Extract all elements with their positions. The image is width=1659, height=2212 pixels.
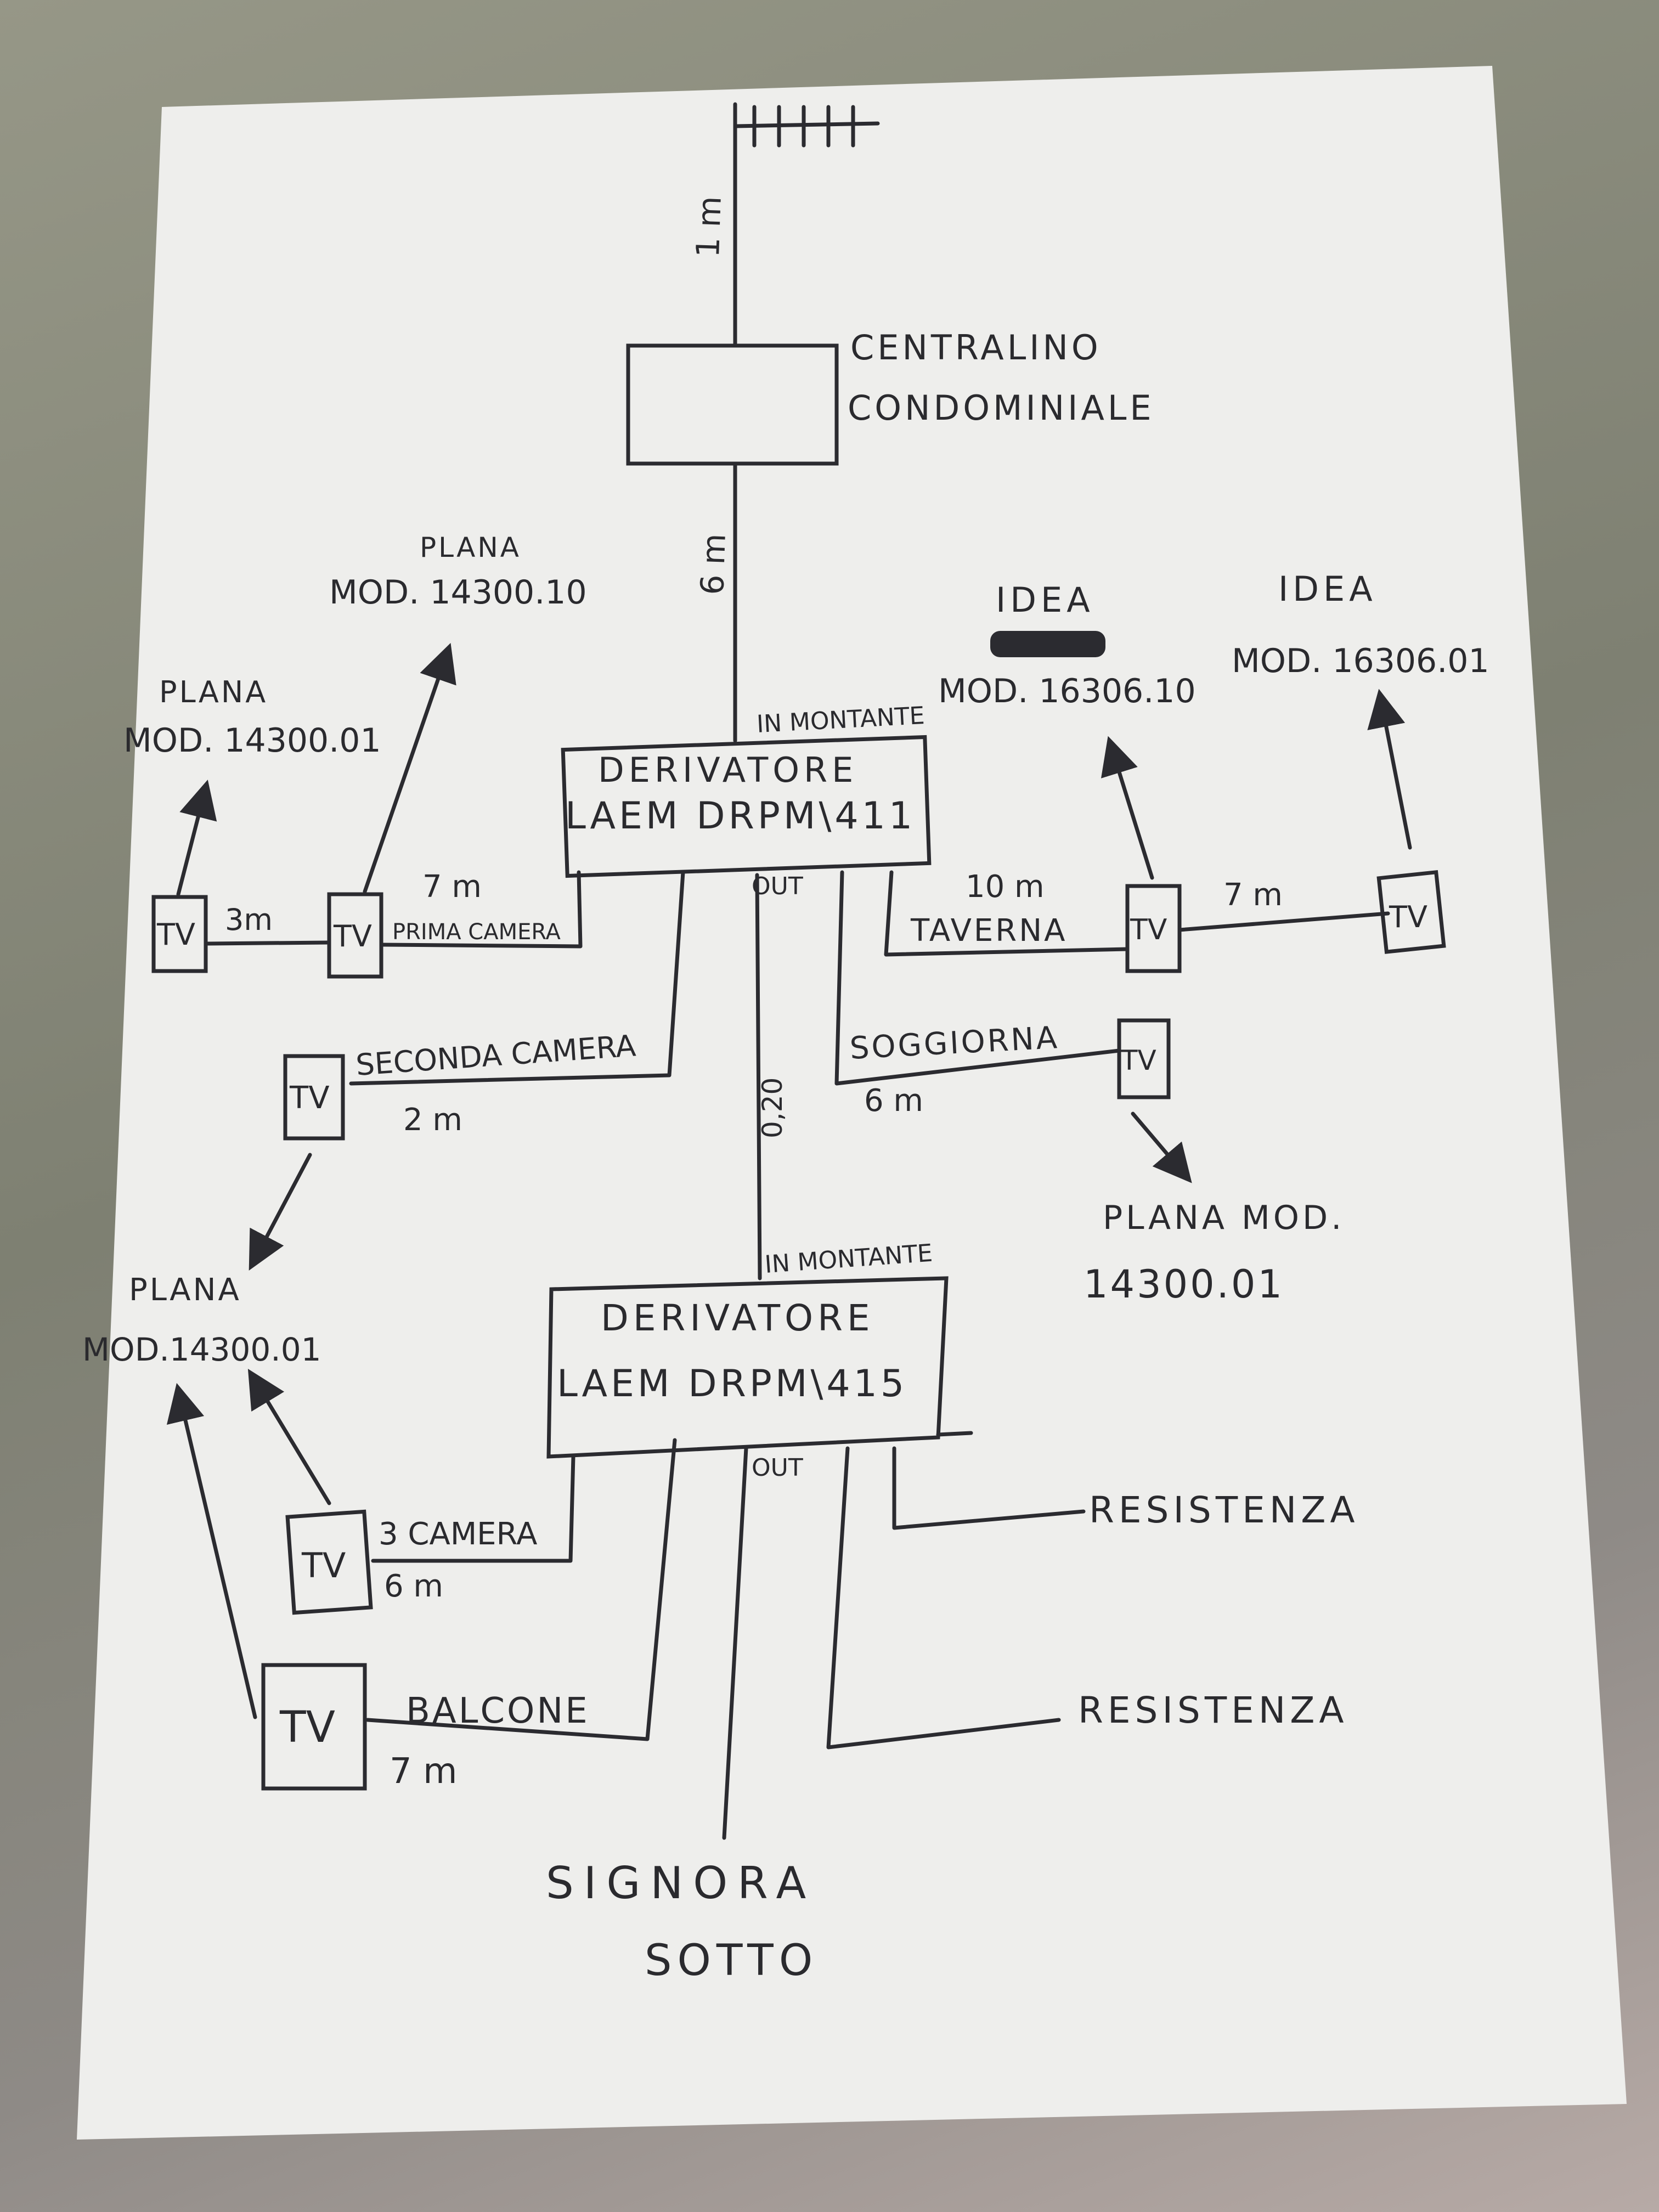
centralino-label-line2: CONDOMINIALE — [848, 388, 1155, 428]
tv-seconda-camera-label: TV — [289, 1080, 330, 1116]
centralino-label-line1: CENTRALINO — [850, 328, 1102, 368]
plana-left-model: MOD. 14300.01 — [123, 721, 381, 760]
terza-camera-cable: 6 m — [384, 1568, 443, 1604]
soggiorno-cable: 6 m — [864, 1083, 923, 1119]
tv-balcone-label: TV — [279, 1703, 335, 1752]
arrow-plana-lower-a — [249, 1153, 312, 1271]
derivatore1-label-line2: LAEM DRPM\411 — [565, 794, 916, 838]
plana-soggiorno-line1: PLANA MOD. — [1103, 1199, 1345, 1237]
idea-taverna-model: MOD. 16306.10 — [938, 672, 1196, 710]
plana-soggiorno-line2: 14300.01 — [1084, 1262, 1284, 1307]
derivatore1-box — [561, 735, 932, 878]
plana-prima-brand: PLANA — [420, 532, 521, 563]
taverna-room: TAVERNA — [910, 913, 1067, 949]
tv-right-chain-label: TV — [1389, 900, 1427, 934]
antenna-cable-length: 1 m — [689, 195, 729, 258]
tv-prima-camera-label: TV — [333, 919, 372, 953]
arrow-plana-soggiorno — [1131, 1111, 1192, 1183]
resistenza2-label: RESISTENZA — [1078, 1689, 1348, 1731]
taverna-chain-cable: 7 m — [1223, 877, 1283, 913]
arrow-idea-taverna — [1101, 736, 1154, 880]
plana-left-brand: PLANA — [159, 675, 268, 709]
derivatore1-out-label: OUT — [752, 872, 803, 900]
plana-lower-brand: PLANA — [129, 1272, 241, 1308]
prima-camera-room: PRIMA CAMERA — [392, 919, 561, 945]
plana-lower-model: MOD.14300.01 — [82, 1331, 321, 1368]
derivatore1-label-line1: DERIVATORE — [598, 750, 857, 790]
resistenza1-label: RESISTENZA — [1089, 1489, 1359, 1531]
derivatore2-out-label: OUT — [752, 1454, 803, 1482]
plana-prima-model: MOD. 14300.10 — [329, 573, 587, 612]
tv-balcone — [261, 1663, 367, 1791]
arrow-plana-prima — [363, 642, 456, 894]
terza-camera-room: 3 CAMERA — [379, 1516, 538, 1552]
riser-cable-length: 0,20 — [757, 1077, 788, 1138]
balcone-cable: 7 m — [390, 1751, 457, 1792]
idea-right-model: MOD. 16306.01 — [1232, 642, 1489, 680]
tv-taverna-label: TV — [1130, 913, 1167, 946]
tv-soggiorno-label: TV — [1120, 1045, 1156, 1076]
tv-soggiorno — [1117, 1018, 1171, 1099]
centralino-box — [626, 343, 839, 466]
tv-terza-camera — [285, 1509, 373, 1615]
centralino-cable-length: 6 m — [693, 533, 733, 595]
tv-terza-camera-label: TV — [301, 1545, 346, 1585]
antenna-icon — [733, 102, 880, 348]
prima-camera-cable: 7 m — [422, 869, 482, 905]
seconda-camera-cable: 2 m — [403, 1102, 462, 1138]
idea-right-brand: IDEA — [1278, 569, 1377, 609]
derivatore2-label-line1: DERIVATORE — [601, 1297, 874, 1339]
arrow-plana-left — [176, 780, 217, 896]
arrow-plana-lower-b — [247, 1369, 331, 1505]
taverna-cable: 10 m — [966, 869, 1045, 905]
balcone-room: BALCONE — [406, 1691, 590, 1731]
arrow-plana-lower-c — [166, 1383, 257, 1719]
prima-camera-chain-cable: 3m — [225, 902, 273, 937]
tv-right-chain — [1376, 870, 1446, 954]
derivatore2-box — [546, 1276, 949, 1459]
paper-shape — [77, 66, 1627, 2140]
tv-left-chain-label: TV — [156, 917, 195, 952]
signora-label-line2: SOTTO — [645, 1936, 818, 1985]
tv-seconda-camera — [283, 1054, 345, 1141]
tv-prima-camera — [327, 892, 383, 979]
signora-label-line1: SIGNORA — [546, 1858, 816, 1909]
arrow-idea-right — [1367, 689, 1412, 850]
derivatore2-label-line2: LAEM DRPM\415 — [557, 1362, 907, 1406]
idea-taverna-brand: IDEA — [996, 580, 1094, 620]
scribble-mark — [990, 631, 1105, 657]
tv-left-chain — [151, 895, 208, 973]
